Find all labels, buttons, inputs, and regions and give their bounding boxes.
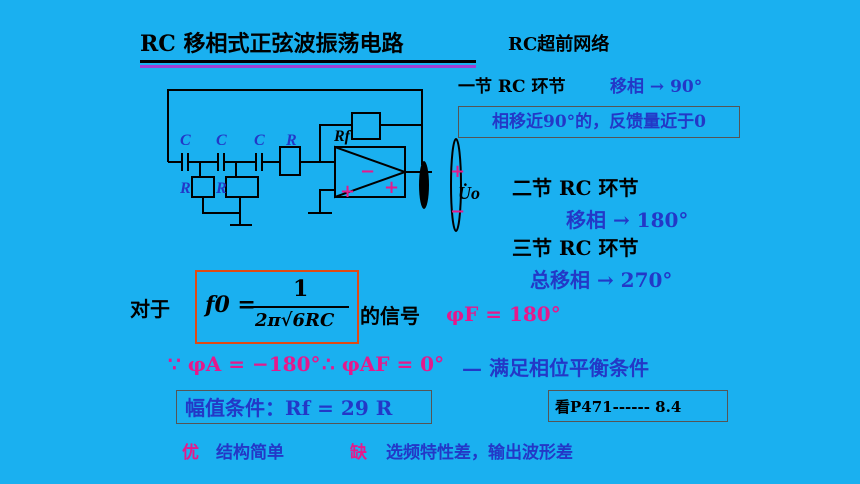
label-c1: C <box>180 132 191 149</box>
lead-network-label: RC超前网络 <box>508 34 610 55</box>
pro-text: 结构简单 <box>216 443 284 463</box>
phi-f-value: φF = 180° <box>446 302 561 326</box>
stage3-label: 三节 RC 环节 <box>512 236 639 260</box>
formula-denominator: 2π√6RC <box>255 310 335 331</box>
stage1-label: 一节 RC 环节 <box>458 77 566 97</box>
stage1-shift: 移相 → 90° <box>610 77 703 97</box>
label-c2: C <box>216 132 227 149</box>
feedback-wire <box>167 89 423 165</box>
pro-label: 优 <box>182 443 199 463</box>
output-voltage-label: U̇o <box>458 182 480 203</box>
label-rf: Rf <box>333 128 352 145</box>
formula-numerator: 1 <box>293 276 309 302</box>
fraction-bar <box>249 306 349 308</box>
formula-suffix: 的信号 <box>360 304 420 328</box>
opamp-minus: − <box>360 161 375 182</box>
phi-a-value: ∵ φA = −180° <box>168 352 321 376</box>
formula-lhs: f0 = <box>205 292 256 318</box>
stage2-shift: 移相 → 180° <box>566 208 689 232</box>
output-minus: − <box>450 201 465 222</box>
stage2-label: 二节 RC 环节 <box>512 176 639 200</box>
stage3-shift: 总移相 → 270° <box>530 268 673 292</box>
feedback-note-box: 相移近90°的，反馈量近于0 <box>458 106 740 138</box>
con-label: 缺 <box>350 443 367 463</box>
page-title: RC 移相式正弦波振荡电路 <box>140 31 404 57</box>
opamp-plus-in: + <box>340 181 355 202</box>
amplitude-condition-box: 幅值条件：Rf = 29 R <box>176 390 432 424</box>
label-r1: R <box>179 180 191 197</box>
output-plus: + <box>450 161 465 182</box>
title-underline-purple <box>140 65 476 68</box>
con-text: 选频特性差，输出波形差 <box>386 443 573 463</box>
reference-box: 看P471------ 8.4 <box>548 390 728 422</box>
formula-prefix: 对于 <box>130 297 170 321</box>
phi-af-value: ∴ φAF = 0° <box>322 352 445 376</box>
title-underline-black <box>140 60 476 63</box>
opamp-plus-out: + <box>384 177 399 198</box>
frequency-formula-box: f0 = 1 2π√6RC <box>195 270 359 344</box>
label-r2: R <box>215 180 227 197</box>
label-r-series: R <box>285 132 297 149</box>
rc-phase-shift-circuit-diagram: C C C R R R Rf − + + + − U̇o <box>167 89 480 232</box>
label-c3: C <box>254 132 265 149</box>
phase-balance-conclusion: — 满足相位平衡条件 <box>462 356 649 380</box>
